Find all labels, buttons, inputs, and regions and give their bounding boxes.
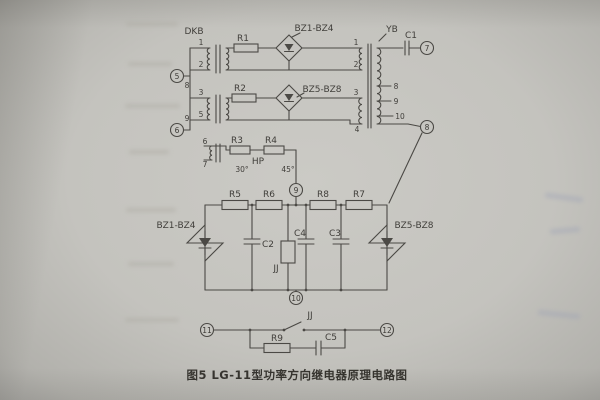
terminal-6: 6 (169, 122, 185, 138)
jj-coil-label: JJ (272, 264, 278, 274)
yb-tap-9: 9 (394, 97, 399, 106)
bridge-right-label: BZ5-BZ8 (394, 221, 433, 231)
hp-label: HP (252, 157, 265, 167)
terminal-6-number: 6 (175, 126, 180, 135)
tap-number-9: 9 (185, 114, 190, 123)
bleed-through-text (125, 104, 180, 108)
bleed-through-text (128, 262, 174, 266)
terminal-9-number: 9 (294, 186, 299, 195)
bleed-through-text (125, 318, 179, 322)
r9-label: R9 (271, 334, 283, 344)
resistor-r5 (221, 199, 249, 211)
yb-tap-8: 8 (394, 82, 399, 91)
resistor-r9 (263, 342, 291, 354)
r4-label: R4 (265, 136, 277, 146)
terminal-10: 10 (288, 289, 304, 306)
rectifier-bridge-bz1-bz4-top (275, 32, 303, 62)
terminal-12: 12 (379, 322, 395, 338)
winding-number-3: 3 (199, 88, 204, 97)
winding-number-7: 7 (203, 160, 208, 169)
rectifier-bridge-bz5-bz8-top (275, 84, 305, 112)
bridge2-label: BZ5-BZ8 (302, 85, 341, 95)
bleed-through-text (126, 208, 176, 212)
winding-number-1: 1 (199, 38, 204, 47)
winding-number-2: 2 (199, 60, 204, 69)
terminal-9: 9 (288, 182, 304, 198)
resistor-r1 (233, 43, 259, 53)
bleed-through-text (128, 62, 172, 66)
capacitor-c4 (297, 238, 315, 245)
resistor-r2 (231, 93, 257, 103)
terminal-11-number: 11 (202, 326, 212, 335)
bridge-left-label: BZ1-BZ4 (156, 221, 195, 231)
relay-coil-jj (280, 240, 296, 264)
capacitor-c5 (315, 340, 322, 356)
capacitor-c3 (332, 238, 350, 245)
r6-label: R6 (263, 190, 275, 200)
terminal-12-number: 12 (382, 326, 392, 335)
wiring-top (182, 47, 423, 204)
yb-number-3: 3 (354, 88, 359, 97)
c2-label: C2 (262, 240, 274, 250)
yb-label: YB (385, 25, 398, 35)
transformer-yb (358, 33, 387, 129)
rectifier-bz1-bz4-mid (185, 223, 225, 263)
relay-contact-jj (282, 321, 306, 332)
terminal-11: 11 (199, 322, 215, 338)
tap-number-8: 8 (185, 81, 190, 90)
r1-label: R1 (237, 34, 249, 44)
jj-contact-label: JJ (306, 311, 312, 321)
winding-number-5: 5 (199, 110, 204, 119)
deg45-label: 45° (281, 165, 295, 174)
transformer-dkb-upper (206, 44, 230, 74)
bridge1-label: BZ1-BZ4 (294, 24, 333, 34)
terminal-7-number: 7 (425, 44, 430, 53)
c3-label: C3 (329, 229, 341, 239)
r2-label: R2 (234, 84, 246, 94)
yb-tap-10: 10 (395, 112, 405, 121)
resistor-r8 (309, 199, 337, 211)
dkb-label: DKB (184, 27, 203, 37)
r8-label: R8 (317, 190, 329, 200)
resistor-r3 (229, 145, 251, 155)
terminal-7: 7 (419, 40, 435, 56)
terminal-8-number: 8 (425, 123, 430, 132)
wiring-middle (204, 195, 388, 292)
rectifier-bz5-bz8-mid (367, 223, 407, 263)
winding-number-6: 6 (203, 137, 208, 146)
bleed-through-text (126, 22, 178, 26)
resistor-r4 (263, 145, 285, 155)
c5-label: C5 (325, 333, 337, 343)
terminal-8: 8 (419, 119, 435, 135)
terminal-10-number: 10 (291, 294, 301, 303)
r5-label: R5 (229, 190, 241, 200)
yb-number-1: 1 (354, 38, 359, 47)
capacitor-c1 (404, 40, 410, 56)
winding-6-7 (209, 143, 221, 163)
c4-label: C4 (294, 229, 306, 239)
wiring-bottom (212, 328, 382, 349)
terminal-5: 5 (169, 68, 185, 84)
bleed-through-text (129, 150, 169, 154)
yb-number-4: 4 (355, 125, 360, 134)
transformer-dkb-lower (206, 94, 230, 124)
c1-label: C1 (405, 31, 417, 41)
resistor-r7 (345, 199, 373, 211)
deg30-label: 30° (235, 165, 249, 174)
resistor-r6 (255, 199, 283, 211)
figure-caption: 图5 LG-11型功率方向继电器原理电路图 (186, 368, 407, 382)
r3-label: R3 (231, 136, 243, 146)
yb-number-2: 2 (354, 60, 359, 69)
terminal-5-number: 5 (175, 72, 180, 81)
capacitor-c2 (243, 238, 261, 245)
r7-label: R7 (353, 190, 365, 200)
